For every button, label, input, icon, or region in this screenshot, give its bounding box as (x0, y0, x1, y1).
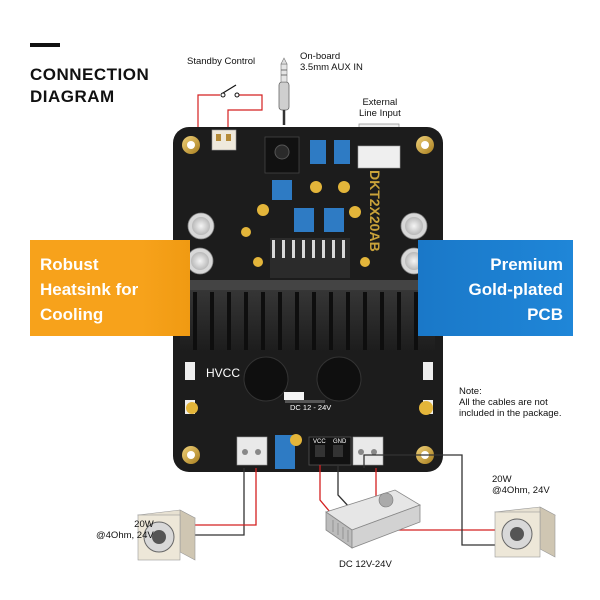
external-line-input-label: External Line Input (359, 97, 401, 119)
board-model-label: DKT2X20AB (367, 170, 383, 252)
note-line3: included in the package. (459, 408, 562, 419)
left-speaker-spec: @4Ohm, 24V (96, 530, 154, 541)
board-gnd-label: GND (333, 439, 347, 445)
cables-note: Note: All the cables are not included in… (459, 386, 561, 419)
heatsink-feature-banner: Robust Heatsink for Cooling (30, 240, 190, 336)
heatsink-banner-line2: Heatsink for (40, 280, 139, 299)
onboard-aux-label-line1: On-board (300, 51, 341, 62)
board-dc-label: DC 12 - 24V (290, 403, 331, 412)
gold-pcb-banner-line3: PCB (527, 305, 563, 324)
right-speaker-label: 20W @4Ohm, 24V (492, 474, 550, 496)
title-line-2: DIAGRAM (30, 87, 115, 106)
right-speaker-spec: @4Ohm, 24V (492, 485, 550, 496)
heatsink-banner-line3: Cooling (40, 305, 104, 324)
power-wires (319, 465, 351, 513)
right-speaker-power: 20W (492, 474, 512, 485)
gold-pcb-banner-line2: Gold-plated (468, 280, 563, 299)
left-speaker (137, 509, 196, 561)
aux-plug (278, 57, 290, 125)
left-speaker-power: 20W (134, 519, 154, 530)
page-title: CONNECTION DIAGRAM (30, 64, 149, 108)
title-line-1: CONNECTION (30, 65, 150, 84)
standby-control-label: Standby Control (187, 56, 256, 67)
left-speaker-label: 20W @4Ohm, 24V (96, 519, 154, 541)
note-title: Note: (459, 386, 482, 397)
onboard-aux-label: On-board 3.5mm AUX IN (300, 51, 363, 73)
title-accent-bar (30, 43, 60, 47)
heatsink-banner-line1: Robust (40, 255, 99, 274)
amplifier-board (173, 127, 443, 472)
board-hvcc-label: HVCC (206, 366, 240, 380)
note-line2: All the cables are not (459, 397, 548, 408)
power-supply (325, 489, 421, 549)
standby-switch (197, 84, 263, 130)
board-vcc-label: VCC (313, 439, 326, 445)
gold-pcb-feature-banner: Premium Gold-plated PCB (418, 240, 573, 336)
right-speaker (494, 506, 556, 558)
power-supply-label: DC 12V-24V (339, 559, 392, 570)
gold-pcb-banner-line1: Premium (490, 255, 563, 274)
external-line-input-label-line1: External (362, 97, 398, 108)
onboard-aux-label-line2: 3.5mm AUX IN (300, 62, 363, 73)
external-line-input-label-line2: Line Input (359, 108, 401, 119)
